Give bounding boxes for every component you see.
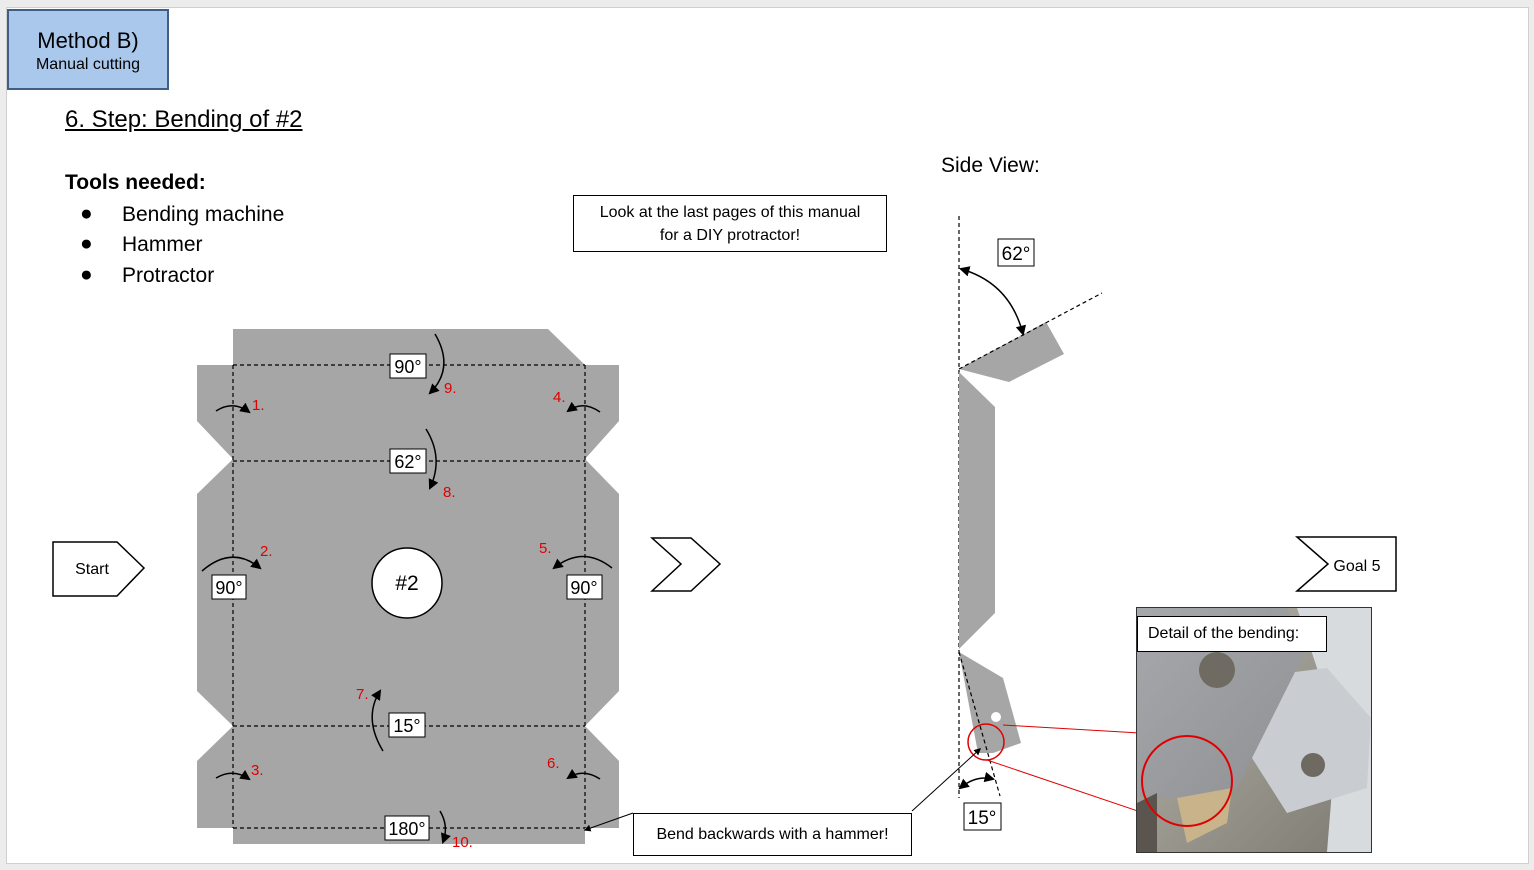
protractor-note-line2: for a DIY protractor! — [659, 227, 801, 244]
angle-box-top — [389, 353, 427, 379]
side-angle-box-bottom — [963, 802, 1002, 831]
step-number: 1. — [252, 397, 265, 414]
angle-lower: 15° — [393, 716, 420, 736]
step-number: 6. — [547, 755, 560, 772]
tool-item: ● Protractor — [80, 263, 215, 288]
bullet-icon: ● — [80, 202, 93, 225]
side-hole — [991, 712, 1001, 722]
detail-hole-right — [1301, 753, 1325, 777]
angle-box-upper — [389, 448, 427, 474]
side-lower-angle-arrow — [958, 771, 996, 790]
side-upper-angle-arrow — [958, 266, 1027, 337]
side-web — [959, 372, 995, 649]
step-number: 7. — [356, 686, 369, 703]
method-title: Method B) — [37, 28, 139, 53]
angle-box-left — [211, 574, 247, 600]
center-hole — [371, 547, 443, 619]
side-upper-flap — [959, 322, 1064, 382]
tool-label: Hammer — [122, 233, 203, 256]
step-number: 4. — [553, 389, 566, 406]
hammer-leader-line — [911, 748, 982, 812]
detail-label: Detail of the bending: — [1137, 616, 1327, 652]
slide: Method B) Manual cutting 6. Step: Bendin… — [6, 7, 1529, 864]
bend-arrows — [201, 333, 613, 844]
step-number: 9. — [444, 380, 457, 397]
side-angle-box-top — [997, 238, 1035, 267]
angle-top: 90° — [394, 357, 421, 377]
step-number: 5. — [539, 540, 552, 557]
next-chevron-icon — [650, 537, 722, 592]
detail-photo: Detail of the bending: — [1136, 607, 1372, 853]
side-angle-bottom: 15° — [968, 808, 997, 829]
angle-right: 90° — [570, 578, 597, 598]
bullet-icon: ● — [80, 232, 93, 255]
side-angle-top: 62° — [1002, 244, 1031, 265]
hammer-leader-line-sheet — [583, 812, 634, 832]
tools-heading: Tools needed: — [65, 171, 206, 194]
angle-box-bottom — [384, 815, 430, 841]
detail-hole-top — [1199, 652, 1235, 688]
angle-upper: 62° — [394, 452, 421, 472]
start-arrow-shape — [52, 541, 146, 597]
angle-box-lower — [388, 712, 426, 738]
tool-label: Bending machine — [122, 203, 285, 226]
protractor-note: Look at the last pages of this manual fo… — [573, 195, 887, 252]
step-number: 8. — [443, 484, 456, 501]
goal-label: Goal 5 — [1333, 558, 1380, 575]
side-view-label: Side View: — [941, 154, 1040, 177]
goal-chevron-shape — [1294, 536, 1397, 592]
angle-box-right — [566, 574, 603, 600]
step-number: 10. — [452, 834, 473, 851]
step-number: 3. — [251, 762, 264, 779]
step-title: 6. Step: Bending of #2 — [65, 106, 303, 133]
tool-item: ● Bending machine — [80, 202, 285, 227]
tool-item: ● Hammer — [80, 232, 203, 257]
start-label: Start — [75, 561, 109, 578]
tool-label: Protractor — [122, 264, 215, 287]
detail-highlight-circle — [1141, 735, 1233, 827]
hammer-note: Bend backwards with a hammer! — [633, 813, 912, 856]
part-label: #2 — [395, 572, 418, 595]
method-subtitle: Manual cutting — [35, 56, 141, 73]
angle-left: 90° — [215, 578, 242, 598]
angle-bottom: 180° — [388, 819, 425, 839]
bullet-icon: ● — [80, 263, 93, 286]
bending-drawing: #2 90° 62° 90° 90° 15° 180° 1. 2. 3. 4. … — [52, 216, 1397, 851]
protractor-note-line1: Look at the last pages of this manual — [599, 204, 861, 221]
step-number: 2. — [260, 543, 273, 560]
method-header-box: Method B) Manual cutting — [7, 9, 169, 90]
side-highlight-circle — [967, 723, 1005, 761]
